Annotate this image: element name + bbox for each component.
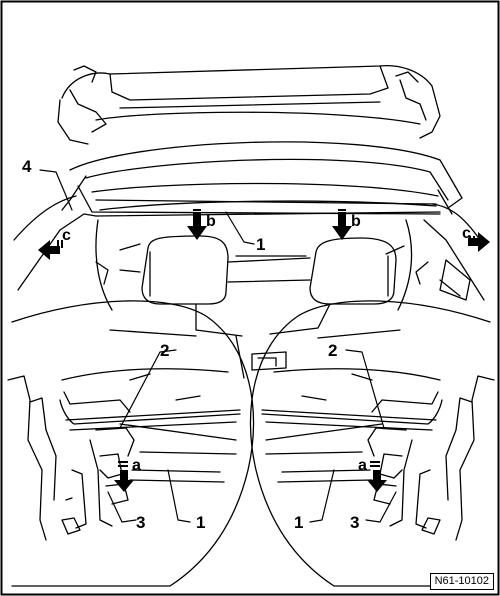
leader-1-right: [309, 469, 335, 523]
callout-3-right: 3: [350, 513, 359, 532]
cover-edge: [95, 211, 441, 217]
direction-b-right: b: [351, 213, 361, 230]
arrow-a-right: [367, 470, 387, 492]
direction-b-left: b: [206, 213, 216, 230]
right-headrest: [309, 237, 397, 305]
vehicle-body: [13, 195, 485, 311]
callout-1-left: 1: [196, 513, 205, 532]
callout-leaders: [39, 169, 397, 523]
arrow-b-right: [332, 212, 352, 240]
direction-c-right: c: [462, 225, 471, 242]
leader-2-left: [119, 349, 177, 429]
callout-4: 4: [22, 157, 32, 176]
callout-2-right: 2: [328, 341, 337, 360]
direction-c-left: c: [62, 227, 71, 244]
cover-seal: [99, 200, 437, 211]
detail-view-right: [249, 300, 495, 587]
callout-2-left: 2: [160, 341, 169, 360]
figure-code: N61-10102: [429, 573, 494, 590]
detail-view-left: [7, 300, 255, 587]
folded-roof: [57, 64, 441, 145]
leader-1-top: [225, 211, 255, 245]
callout-1-top: 1: [256, 235, 265, 254]
direction-a-left: a: [132, 457, 141, 474]
arrow-c-right: [468, 232, 490, 252]
callout-3-left: 3: [136, 513, 145, 532]
leader-3-left: [107, 491, 137, 523]
leader-3-right: [365, 491, 397, 523]
left-headrest: [141, 235, 229, 305]
direction-a-right: a: [358, 457, 367, 474]
arrow-a-left: [114, 470, 134, 492]
leader-4: [39, 169, 73, 211]
direction-marks: [57, 209, 475, 467]
arrow-b-left: [187, 212, 207, 240]
roof-storage-cover: [61, 141, 463, 215]
callout-1-right: 1: [294, 513, 303, 532]
rear-seat: [109, 257, 401, 379]
arrow-c-left: [38, 240, 60, 260]
leader-2-right: [345, 349, 385, 429]
leader-1-left: [167, 469, 191, 523]
